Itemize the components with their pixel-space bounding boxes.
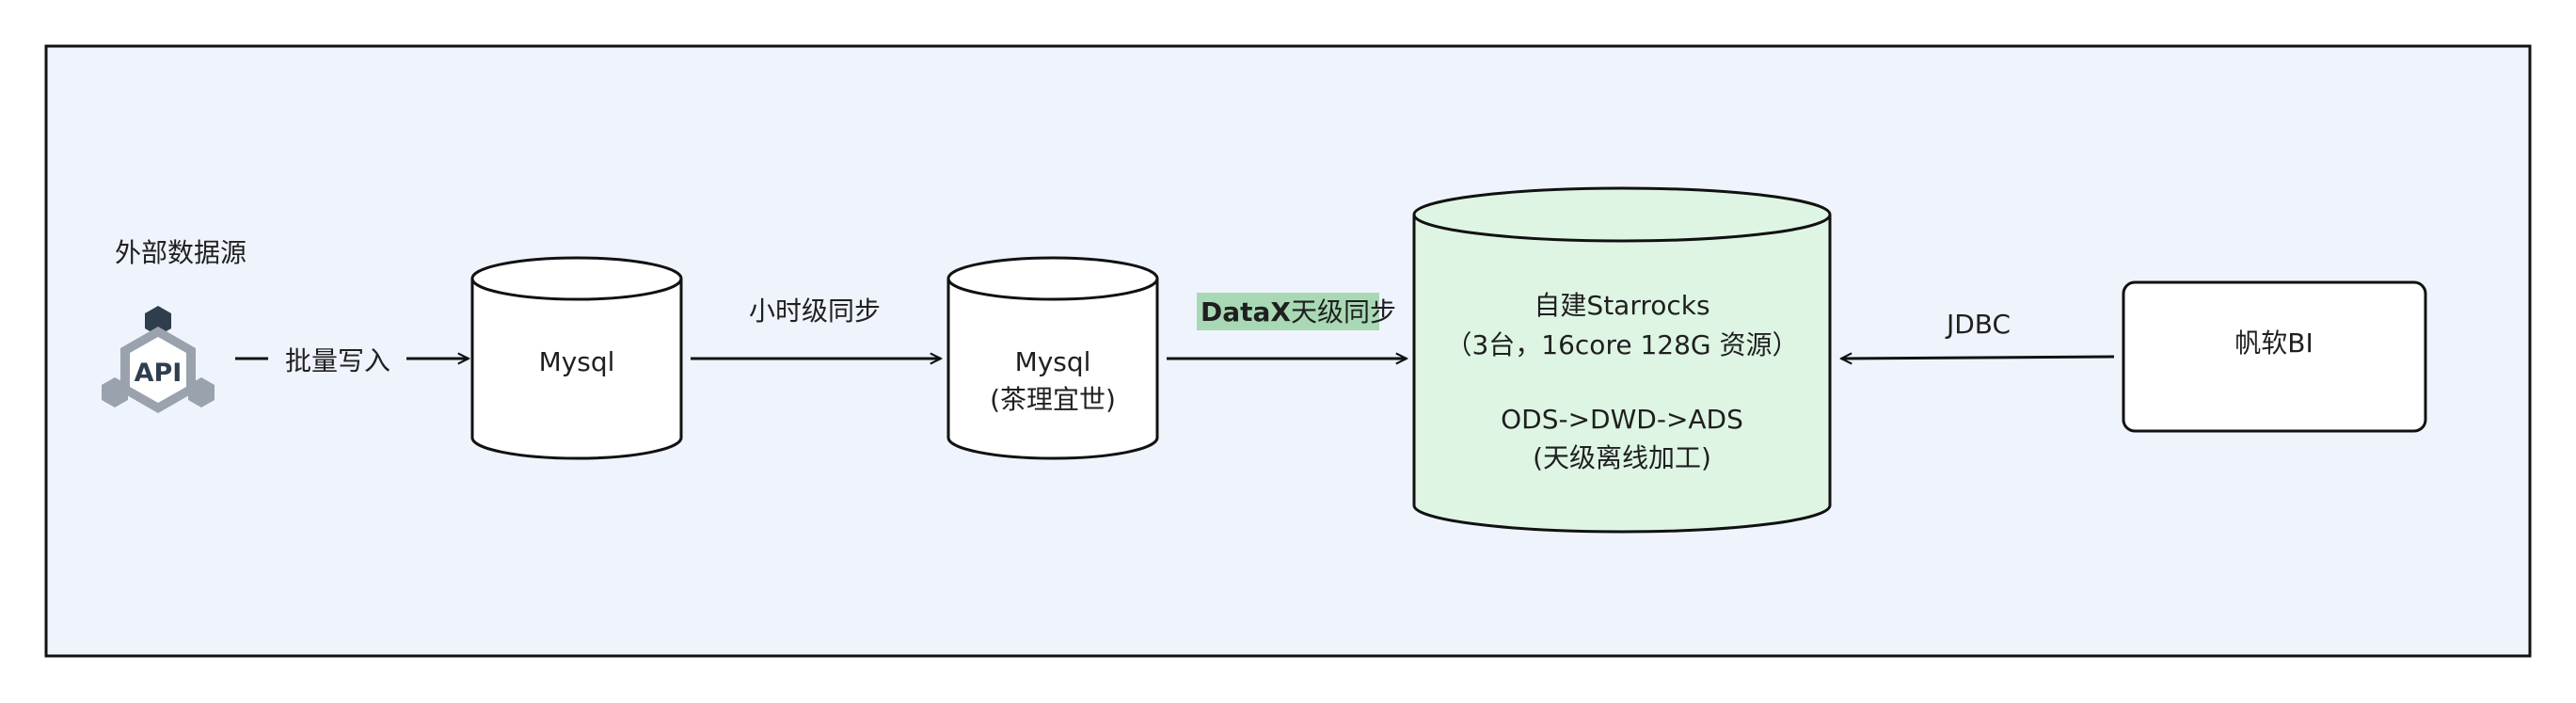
api-icon-text: API xyxy=(135,359,183,388)
mysql-cylinder-1: Mysql xyxy=(470,256,683,460)
jdbc-arrow xyxy=(1841,357,2115,359)
finebi-label: 帆软BI xyxy=(2234,328,2313,359)
diagram-container xyxy=(44,44,2532,658)
mysql-1-label: Mysql xyxy=(539,346,615,377)
starrocks-label-line3: ODS->DWD->ADS xyxy=(1501,404,1743,435)
finebi-box: 帆软BI xyxy=(2122,280,2427,433)
starrocks-cylinder: 自建Starrocks （3台，16core 128G 资源） ODS->DWD… xyxy=(1412,186,1832,534)
datax-highlight xyxy=(1197,293,1379,330)
external-source-title: 外部数据源 xyxy=(115,237,246,268)
edge-label-hourly-sync: 小时级同步 xyxy=(749,296,881,327)
mysql-cylinder-2: Mysql (茶理宜世) xyxy=(946,256,1159,460)
mysql-2-label-line2: (茶理宜世) xyxy=(990,384,1116,415)
starrocks-label-line1: 自建Starrocks xyxy=(1534,290,1709,321)
starrocks-label-line4: (天级离线加工) xyxy=(1533,442,1711,473)
datax-label-suffix: 天级同步 xyxy=(1291,296,1396,328)
edge-label-datax-sync: DataX天级同步 xyxy=(1201,296,1396,328)
starrocks-label-line2: （3台，16core 128G 资源） xyxy=(1445,329,1798,360)
edge-label-batch-write: 批量写入 xyxy=(285,345,390,376)
edge-label-jdbc: JDBC xyxy=(1945,309,2011,340)
datax-label-prefix: DataX xyxy=(1201,296,1291,328)
mysql-2-label-line1: Mysql xyxy=(1015,346,1091,377)
api-hexagon-icon: API xyxy=(102,306,215,413)
